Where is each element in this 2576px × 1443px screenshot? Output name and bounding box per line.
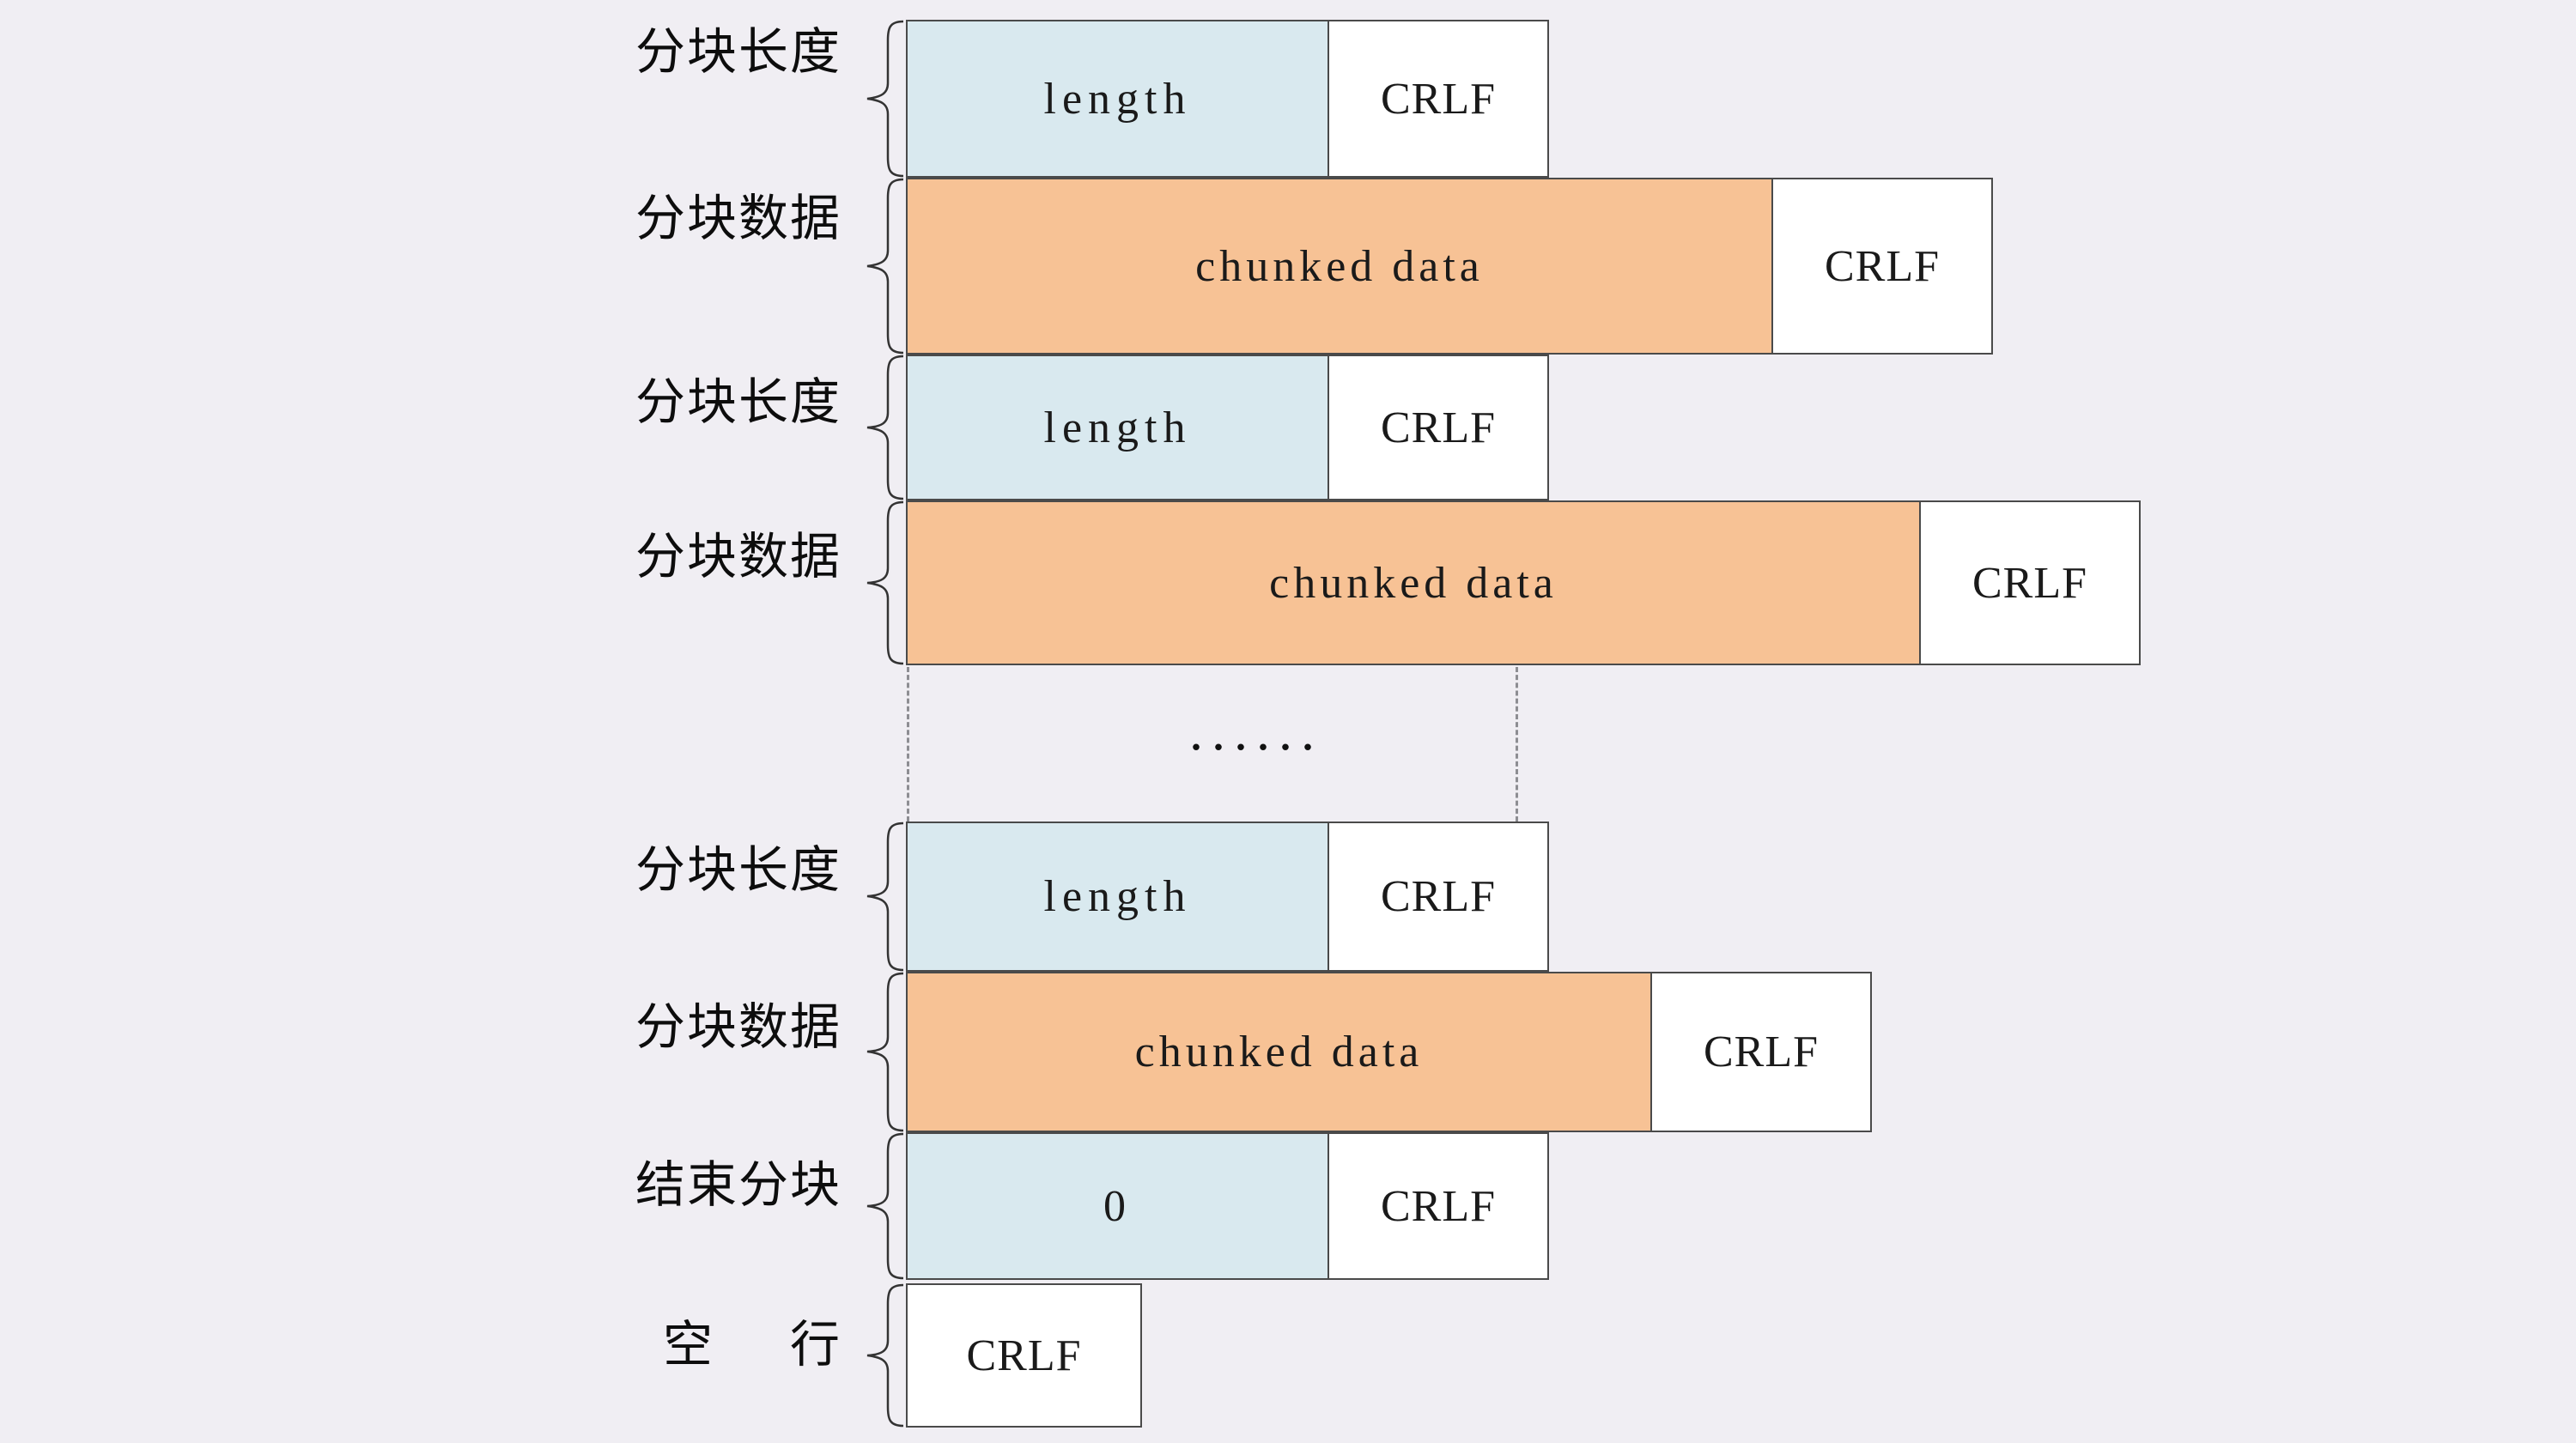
cell-crlf: CRLF bbox=[1327, 822, 1549, 972]
cell-crlf: CRLF bbox=[1327, 20, 1549, 178]
empty-line-char-2: 行 bbox=[789, 1317, 841, 1373]
table-row: chunked data CRLF bbox=[906, 500, 2141, 665]
cell-length: length bbox=[906, 822, 1329, 972]
table-row: CRLF bbox=[906, 1283, 1142, 1428]
cell-length: length bbox=[906, 20, 1329, 178]
brace-row-1 bbox=[864, 20, 907, 178]
cell-crlf: CRLF bbox=[1650, 972, 1872, 1132]
brace-row-6 bbox=[864, 972, 907, 1132]
dashed-connector-right bbox=[1516, 667, 1518, 822]
cell-chunked-data: chunked data bbox=[906, 500, 1921, 665]
cell-crlf: CRLF bbox=[1327, 355, 1549, 500]
cell-crlf: CRLF bbox=[1771, 178, 1993, 355]
table-row: length CRLF bbox=[906, 355, 1549, 500]
row-label-chunk-data-3: 分块数据 bbox=[635, 999, 841, 1055]
brace-row-4 bbox=[864, 500, 907, 665]
cell-length: length bbox=[906, 355, 1329, 500]
brace-row-2 bbox=[864, 178, 907, 355]
table-row: chunked data CRLF bbox=[906, 178, 1993, 355]
cell-crlf: CRLF bbox=[1919, 500, 2141, 665]
cell-zero: 0 bbox=[906, 1132, 1329, 1280]
row-label-empty-line: 空行 bbox=[395, 1320, 841, 1370]
brace-row-3 bbox=[864, 355, 907, 500]
row-label-chunk-data-1: 分块数据 bbox=[635, 191, 841, 246]
brace-row-5 bbox=[864, 822, 907, 972]
cell-crlf: CRLF bbox=[1327, 1132, 1549, 1280]
row-label-last-chunk: 结束分块 bbox=[635, 1157, 841, 1213]
cell-crlf: CRLF bbox=[906, 1283, 1142, 1428]
row-label-chunk-data-2: 分块数据 bbox=[635, 529, 841, 585]
table-row: length CRLF bbox=[906, 822, 1549, 972]
cell-chunked-data: chunked data bbox=[906, 178, 1773, 355]
ellipsis-label: ...... bbox=[1189, 700, 1323, 761]
brace-row-7 bbox=[864, 1132, 907, 1280]
row-label-chunk-length-3: 分块长度 bbox=[635, 842, 841, 898]
cell-chunked-data: chunked data bbox=[906, 972, 1652, 1132]
dashed-connector-left bbox=[907, 667, 909, 822]
table-row: length CRLF bbox=[906, 20, 1549, 178]
table-row: chunked data CRLF bbox=[906, 972, 1872, 1132]
table-row: 0 CRLF bbox=[906, 1132, 1549, 1280]
brace-row-8 bbox=[864, 1283, 907, 1428]
empty-line-char-1: 空 bbox=[662, 1317, 714, 1373]
row-label-chunk-length-2: 分块长度 bbox=[635, 374, 841, 430]
row-label-chunk-length-1: 分块长度 bbox=[635, 24, 841, 80]
